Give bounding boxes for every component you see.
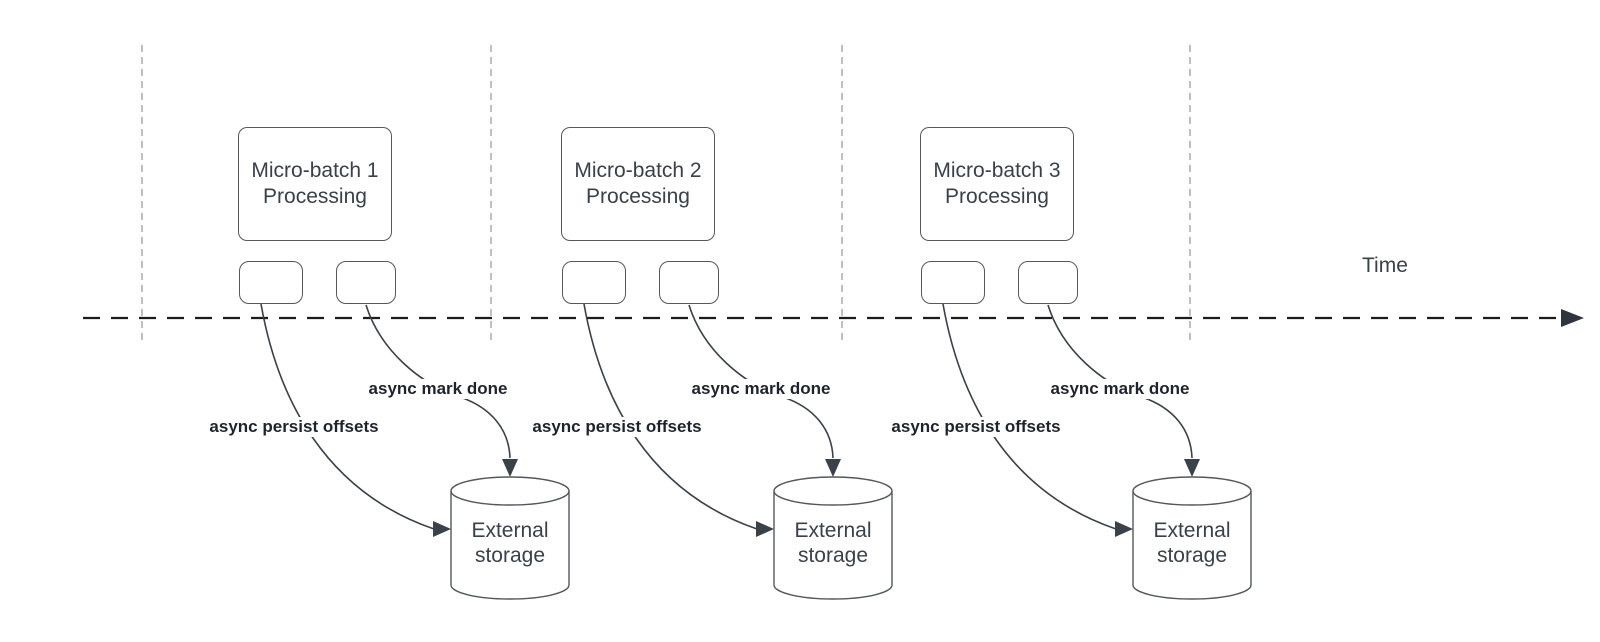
time-axis-arrowhead-icon xyxy=(1561,309,1584,327)
group3-graphics xyxy=(942,303,1252,600)
mark-done-label: async mark done xyxy=(689,379,833,399)
persist-offsets-task-chip xyxy=(239,261,303,304)
microbatch-group-2: Micro-batch 2 Processing async persist o… xyxy=(530,0,906,642)
persist-offsets-curve xyxy=(260,303,435,530)
persist-offsets-label: async persist offsets xyxy=(889,417,1063,437)
box-title-line1: Micro-batch 3 xyxy=(933,159,1061,183)
time-axis-label: Time xyxy=(1362,254,1408,277)
persist-offsets-task-chip xyxy=(562,261,626,304)
external-storage-label: External storage xyxy=(1133,518,1251,568)
persist-offsets-label: async persist offsets xyxy=(530,417,704,437)
persist-arrowhead-icon xyxy=(433,521,451,537)
storage-cylinder xyxy=(773,476,893,600)
group1-graphics xyxy=(260,303,570,600)
storage-label-line1: External xyxy=(1153,519,1231,542)
mark-done-label: async mark done xyxy=(366,379,510,399)
external-storage-label: External storage xyxy=(774,518,892,568)
storage-label-line1: External xyxy=(794,519,872,542)
group2-graphics xyxy=(583,303,893,600)
microbatch-2-processing-box: Micro-batch 2 Processing xyxy=(561,127,715,241)
box-title-line1: Micro-batch 1 xyxy=(251,159,379,183)
storage-cylinder xyxy=(450,476,570,600)
persist-arrowhead-icon xyxy=(1115,521,1133,537)
microbatch-3-processing-box: Micro-batch 3 Processing xyxy=(920,127,1074,241)
box-title-line1: Micro-batch 2 xyxy=(574,159,702,183)
mark-done-label: async mark done xyxy=(1048,379,1192,399)
box-title-line2: Processing xyxy=(263,185,367,208)
mark-done-arrowhead-icon xyxy=(502,459,518,477)
storage-label-line2: storage xyxy=(797,544,869,568)
mark-done-arrowhead-icon xyxy=(1184,459,1200,477)
storage-cylinder-rim xyxy=(450,490,570,506)
storage-label-line2: storage xyxy=(474,544,546,568)
persist-offsets-label: async persist offsets xyxy=(207,417,381,437)
box-title-line2: Processing xyxy=(586,185,690,208)
storage-label-line2: storage xyxy=(1156,544,1228,568)
mark-done-arrowhead-icon xyxy=(825,459,841,477)
persist-offsets-task-chip xyxy=(921,261,985,304)
microbatch-group-1: Micro-batch 1 Processing async persist o… xyxy=(207,0,583,642)
persist-offsets-curve xyxy=(942,303,1117,530)
storage-cylinder-rim xyxy=(773,490,893,506)
storage-cylinder xyxy=(1132,476,1252,600)
external-storage-label: External storage xyxy=(451,518,569,568)
storage-label-line1: External xyxy=(471,519,549,542)
persist-offsets-curve xyxy=(583,303,758,530)
storage-cylinder-rim xyxy=(1132,490,1252,506)
persist-arrowhead-icon xyxy=(756,521,774,537)
mark-done-task-chip xyxy=(1018,261,1078,304)
mark-done-task-chip xyxy=(336,261,396,304)
microbatch-group-3: Micro-batch 3 Processing async persist o… xyxy=(889,0,1265,642)
box-title-line2: Processing xyxy=(945,185,1049,208)
mark-done-task-chip xyxy=(659,261,719,304)
microbatch-1-processing-box: Micro-batch 1 Processing xyxy=(238,127,392,241)
